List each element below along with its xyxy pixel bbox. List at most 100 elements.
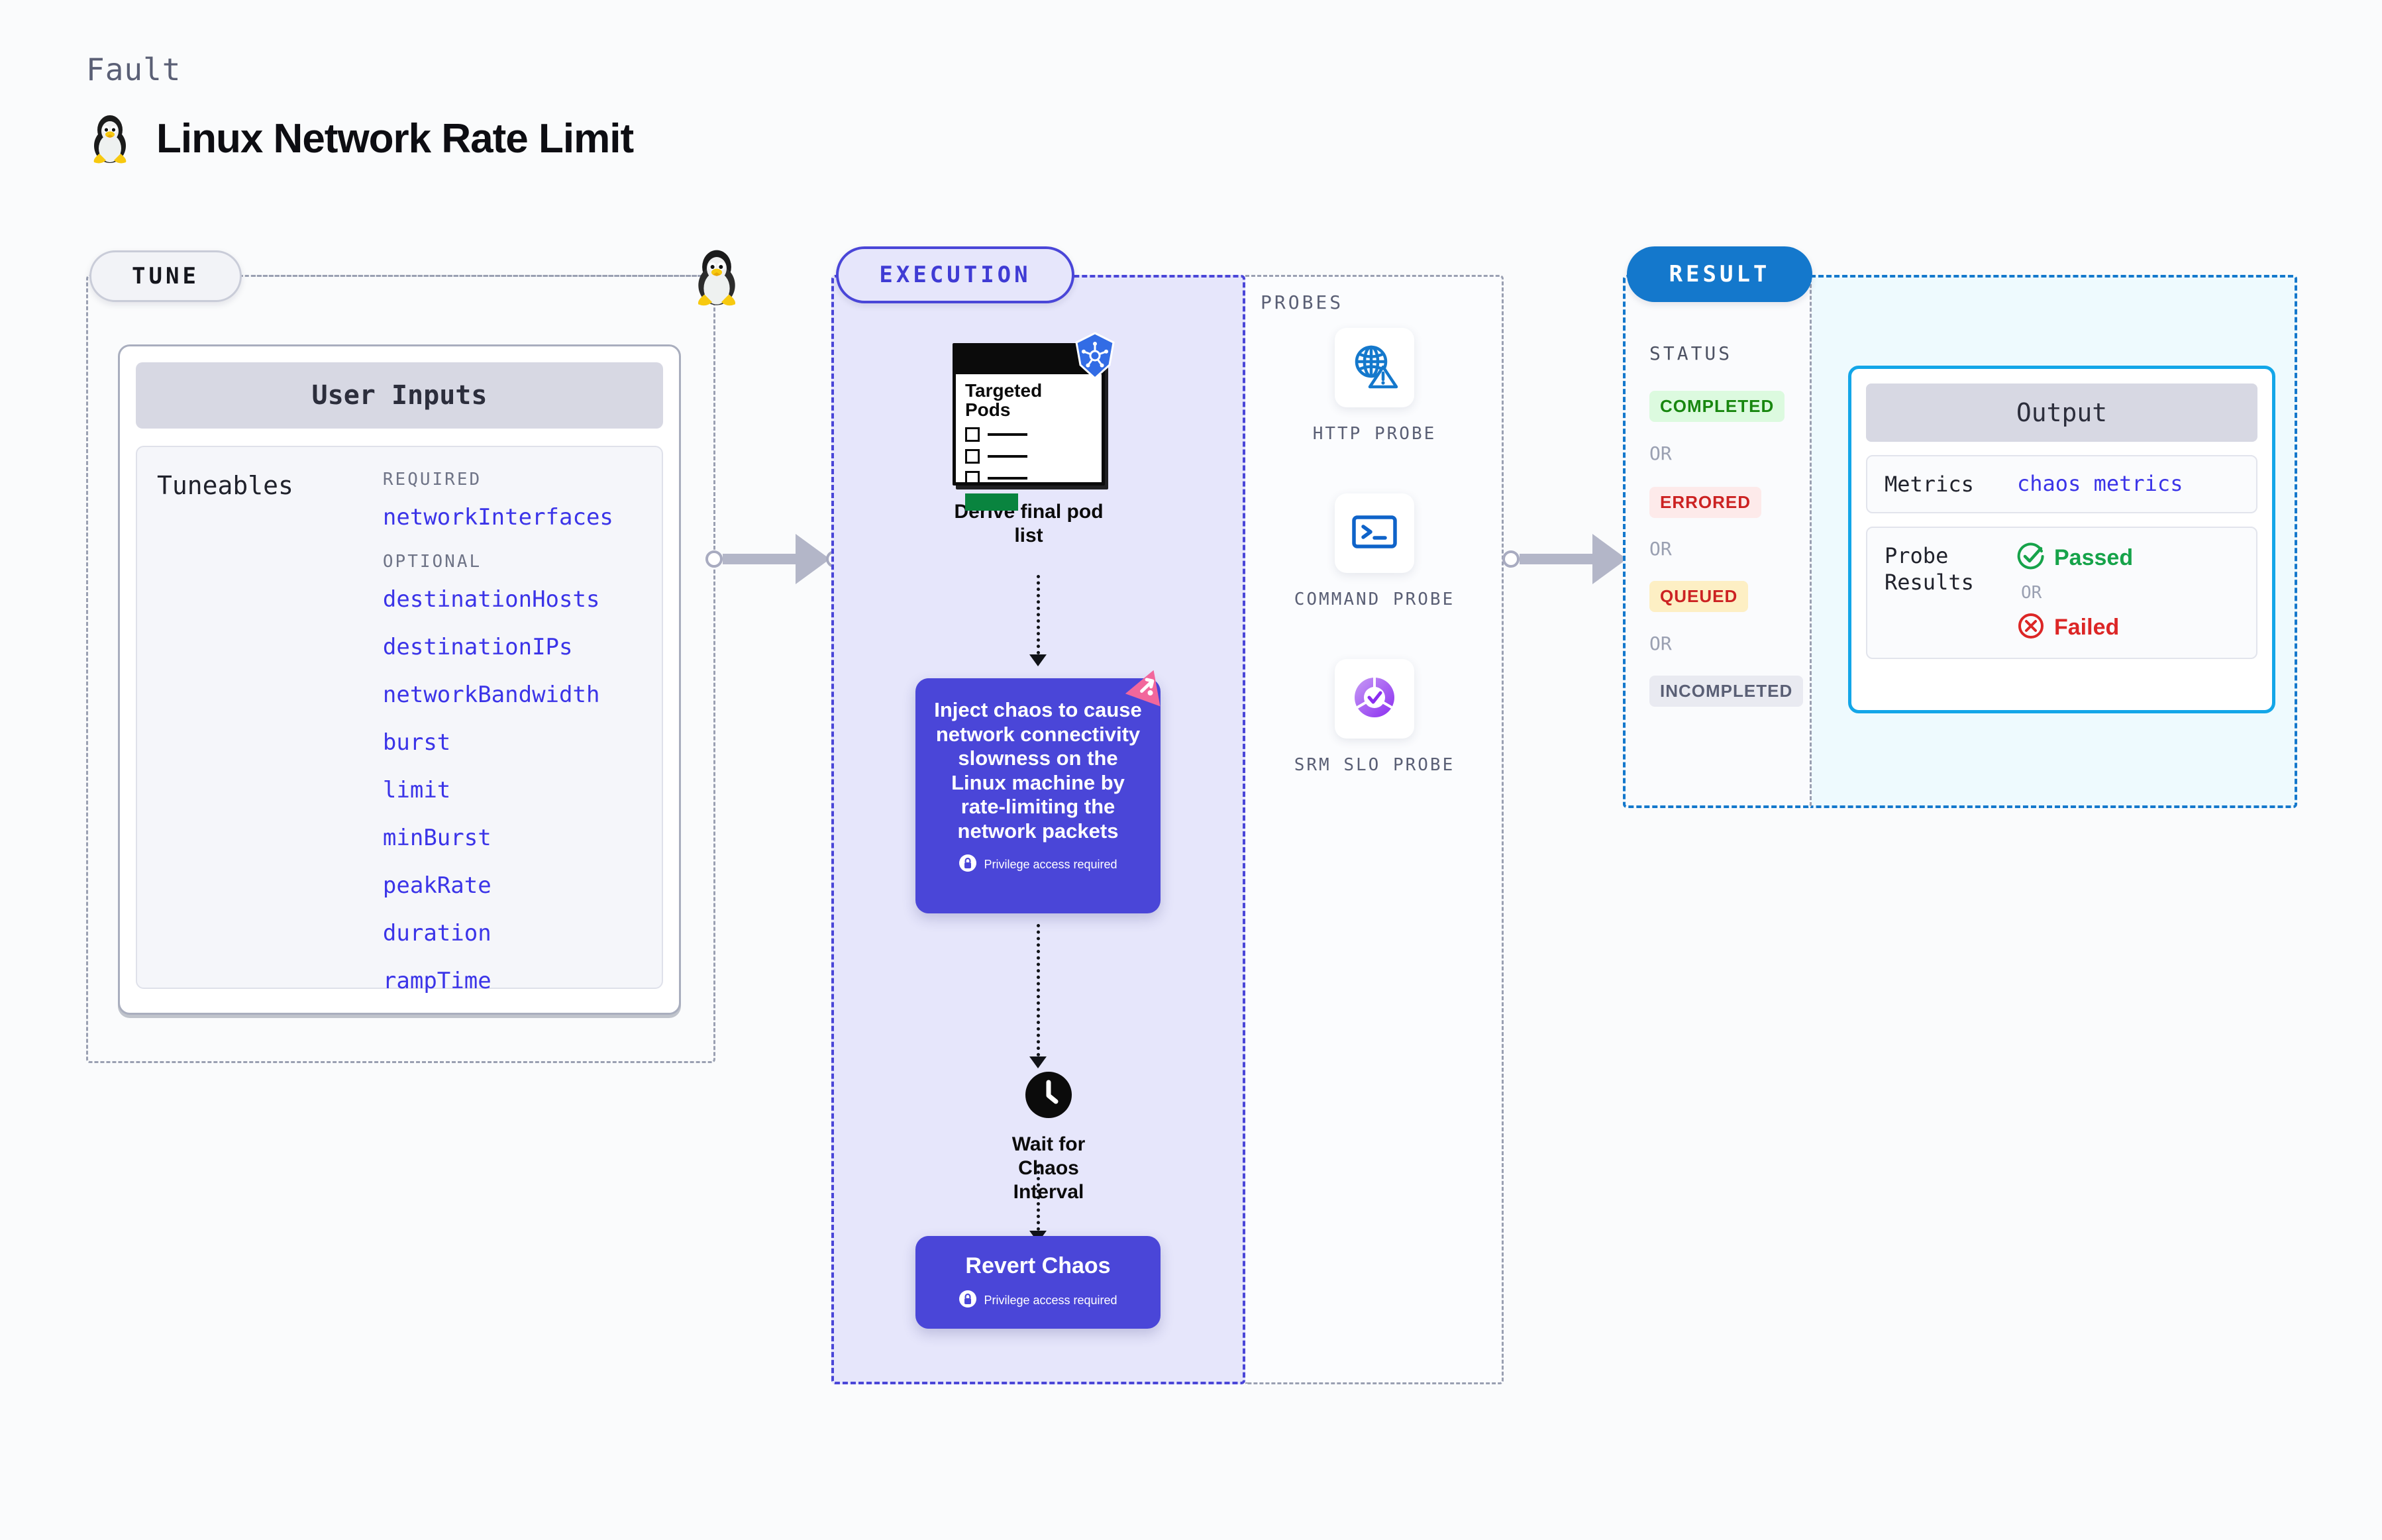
tuneable-limit[interactable]: limit <box>382 777 451 803</box>
page-kicker: Fault <box>86 52 181 87</box>
tuneable-networkbandwidth[interactable]: networkBandwidth <box>382 682 600 708</box>
status-or-2: OR <box>1649 538 1672 560</box>
connector-line <box>1037 575 1040 654</box>
tune-connector-line <box>252 275 709 277</box>
check-circle-icon <box>2017 542 2045 574</box>
wait-for-chaos-interval-caption: Wait for Chaos Interval <box>1011 1133 1086 1203</box>
tuneables-body: Tuneables REQUIRED networkInterfaces OPT… <box>136 446 663 994</box>
terminal-icon <box>1349 506 1400 561</box>
tuneable-destinationhosts[interactable]: destinationHosts <box>382 586 600 613</box>
arrow-start-node <box>705 550 723 568</box>
probe-http[interactable]: HTTP PROBE <box>1288 328 1461 447</box>
checkbox-icon <box>965 470 980 486</box>
privilege-note-text: Privilege access required <box>984 1294 1117 1307</box>
probe-result-failed: Failed <box>2017 612 2133 643</box>
targeted-pods-card: Targeted Pods <box>953 332 1115 511</box>
metrics-key: Metrics <box>1885 472 1974 497</box>
output-metrics-row: Metrics chaos metrics <box>1866 455 2257 513</box>
probe-tile <box>1335 328 1414 407</box>
inject-chaos-card: Inject chaos to cause network connectivi… <box>915 670 1161 913</box>
failed-label: Failed <box>2054 615 2120 640</box>
result-pill[interactable]: RESULT <box>1627 246 1812 302</box>
checkbox-icon <box>965 427 980 442</box>
probe-result-or: OR <box>2021 583 2042 603</box>
probe-srm-slo[interactable]: SRM SLO PROBE <box>1288 659 1461 778</box>
card-body: Targeted Pods <box>956 374 1102 511</box>
status-badge-queued: QUEUED <box>1649 581 1749 612</box>
revert-chaos-title: Revert Chaos <box>965 1253 1111 1278</box>
result-status-region <box>1623 275 1812 808</box>
connector-line <box>1037 1164 1040 1231</box>
arrow-execution-to-result <box>1502 534 1640 584</box>
output-probe-results-row: Probe Results Passed OR <box>1866 527 2257 659</box>
probe-results-key: Probe Results <box>1885 543 1974 595</box>
tuneable-destinationips[interactable]: destinationIPs <box>382 634 573 660</box>
clock-icon <box>1025 1071 1072 1122</box>
arrow-head <box>1592 534 1627 584</box>
inject-chaos-text: Inject chaos to cause network connectivi… <box>934 698 1142 843</box>
arrow-tune-to-execution <box>705 534 843 584</box>
privilege-note-row: Privilege access required <box>933 854 1143 876</box>
tuneables-group-optional-label: OPTIONAL <box>382 552 482 572</box>
tuneables-group-required-label: REQUIRED <box>382 470 482 489</box>
status-bar-indicator <box>965 493 1018 511</box>
status-badge-errored: ERRORED <box>1649 487 1762 518</box>
tuneables-label: Tuneables <box>157 471 293 500</box>
user-inputs-card: User Inputs Tuneables REQUIRED networkIn… <box>118 344 681 1015</box>
arrow-shaft <box>1520 554 1594 564</box>
connector-arrow <box>1029 1056 1047 1068</box>
output-title: Output <box>1866 384 2257 442</box>
status-badge-incompleted: INCOMPLETED <box>1649 676 1804 707</box>
probe-command[interactable]: COMMAND PROBE <box>1288 493 1461 613</box>
probe-results-values: Passed OR Failed <box>2017 542 2133 643</box>
pod-list-item <box>965 470 1092 486</box>
placeholder-line <box>988 476 1027 480</box>
placeholder-line <box>988 433 1027 436</box>
tuneable-duration[interactable]: duration <box>382 920 492 947</box>
status-or-3: OR <box>1649 633 1672 654</box>
wait-for-chaos-interval-step: Wait for Chaos Interval <box>982 1071 1115 1204</box>
status-badge-completed: COMPLETED <box>1649 391 1785 422</box>
output-card: Output Metrics chaos metrics Probe Resul… <box>1848 366 2275 713</box>
tuneable-peakrate[interactable]: peakRate <box>382 872 492 899</box>
linux-tux-icon <box>86 113 134 164</box>
probe-srm-slo-label: SRM SLO PROBE <box>1294 755 1455 775</box>
pod-list-item <box>965 427 1092 442</box>
arrow-head <box>796 534 830 584</box>
tuneable-ramptime[interactable]: rampTime <box>382 968 492 994</box>
probe-result-passed: Passed <box>2017 542 2133 574</box>
tuneables-list: REQUIRED networkInterfaces OPTIONAL dest… <box>382 470 613 994</box>
litmus-chaos-icon <box>1123 664 1171 715</box>
lock-icon <box>958 854 977 876</box>
probe-http-label: HTTP PROBE <box>1312 424 1437 444</box>
connector-line <box>1037 924 1040 1056</box>
targeted-pods-title: Targeted Pods <box>965 380 1043 421</box>
checkbox-icon <box>965 448 980 464</box>
revert-chaos-card: Revert Chaos Privilege access required <box>915 1236 1161 1329</box>
probe-command-label: COMMAND PROBE <box>1294 590 1455 609</box>
probes-label: PROBES <box>1261 291 1344 313</box>
tune-pill[interactable]: TUNE <box>89 250 242 302</box>
tuneable-networkinterfaces[interactable]: networkInterfaces <box>382 504 613 531</box>
derive-pod-list-step: Targeted Pods <box>953 332 1115 548</box>
tuneable-minburst[interactable]: minBurst <box>382 825 492 851</box>
passed-label: Passed <box>2054 545 2134 570</box>
execution-pill[interactable]: EXECUTION <box>836 246 1074 303</box>
privilege-note-row: Privilege access required <box>958 1290 1117 1311</box>
arrow-shaft <box>723 554 797 564</box>
metrics-value[interactable]: chaos metrics <box>2017 471 2183 496</box>
connector-arrow <box>1029 654 1047 666</box>
status-label: STATUS <box>1649 342 1733 364</box>
page-title: Linux Network Rate Limit <box>156 115 634 162</box>
status-or-1: OR <box>1649 442 1672 464</box>
linux-tux-icon <box>689 247 745 307</box>
probes-region <box>1245 275 1504 1384</box>
tuneable-burst[interactable]: burst <box>382 729 451 756</box>
pod-list-item <box>965 448 1092 464</box>
kubernetes-icon <box>1072 332 1117 383</box>
privilege-note-text: Privilege access required <box>984 858 1117 872</box>
globe-warning-icon <box>1349 340 1400 395</box>
user-inputs-title: User Inputs <box>136 362 663 429</box>
page-title-row: Linux Network Rate Limit <box>86 113 634 164</box>
